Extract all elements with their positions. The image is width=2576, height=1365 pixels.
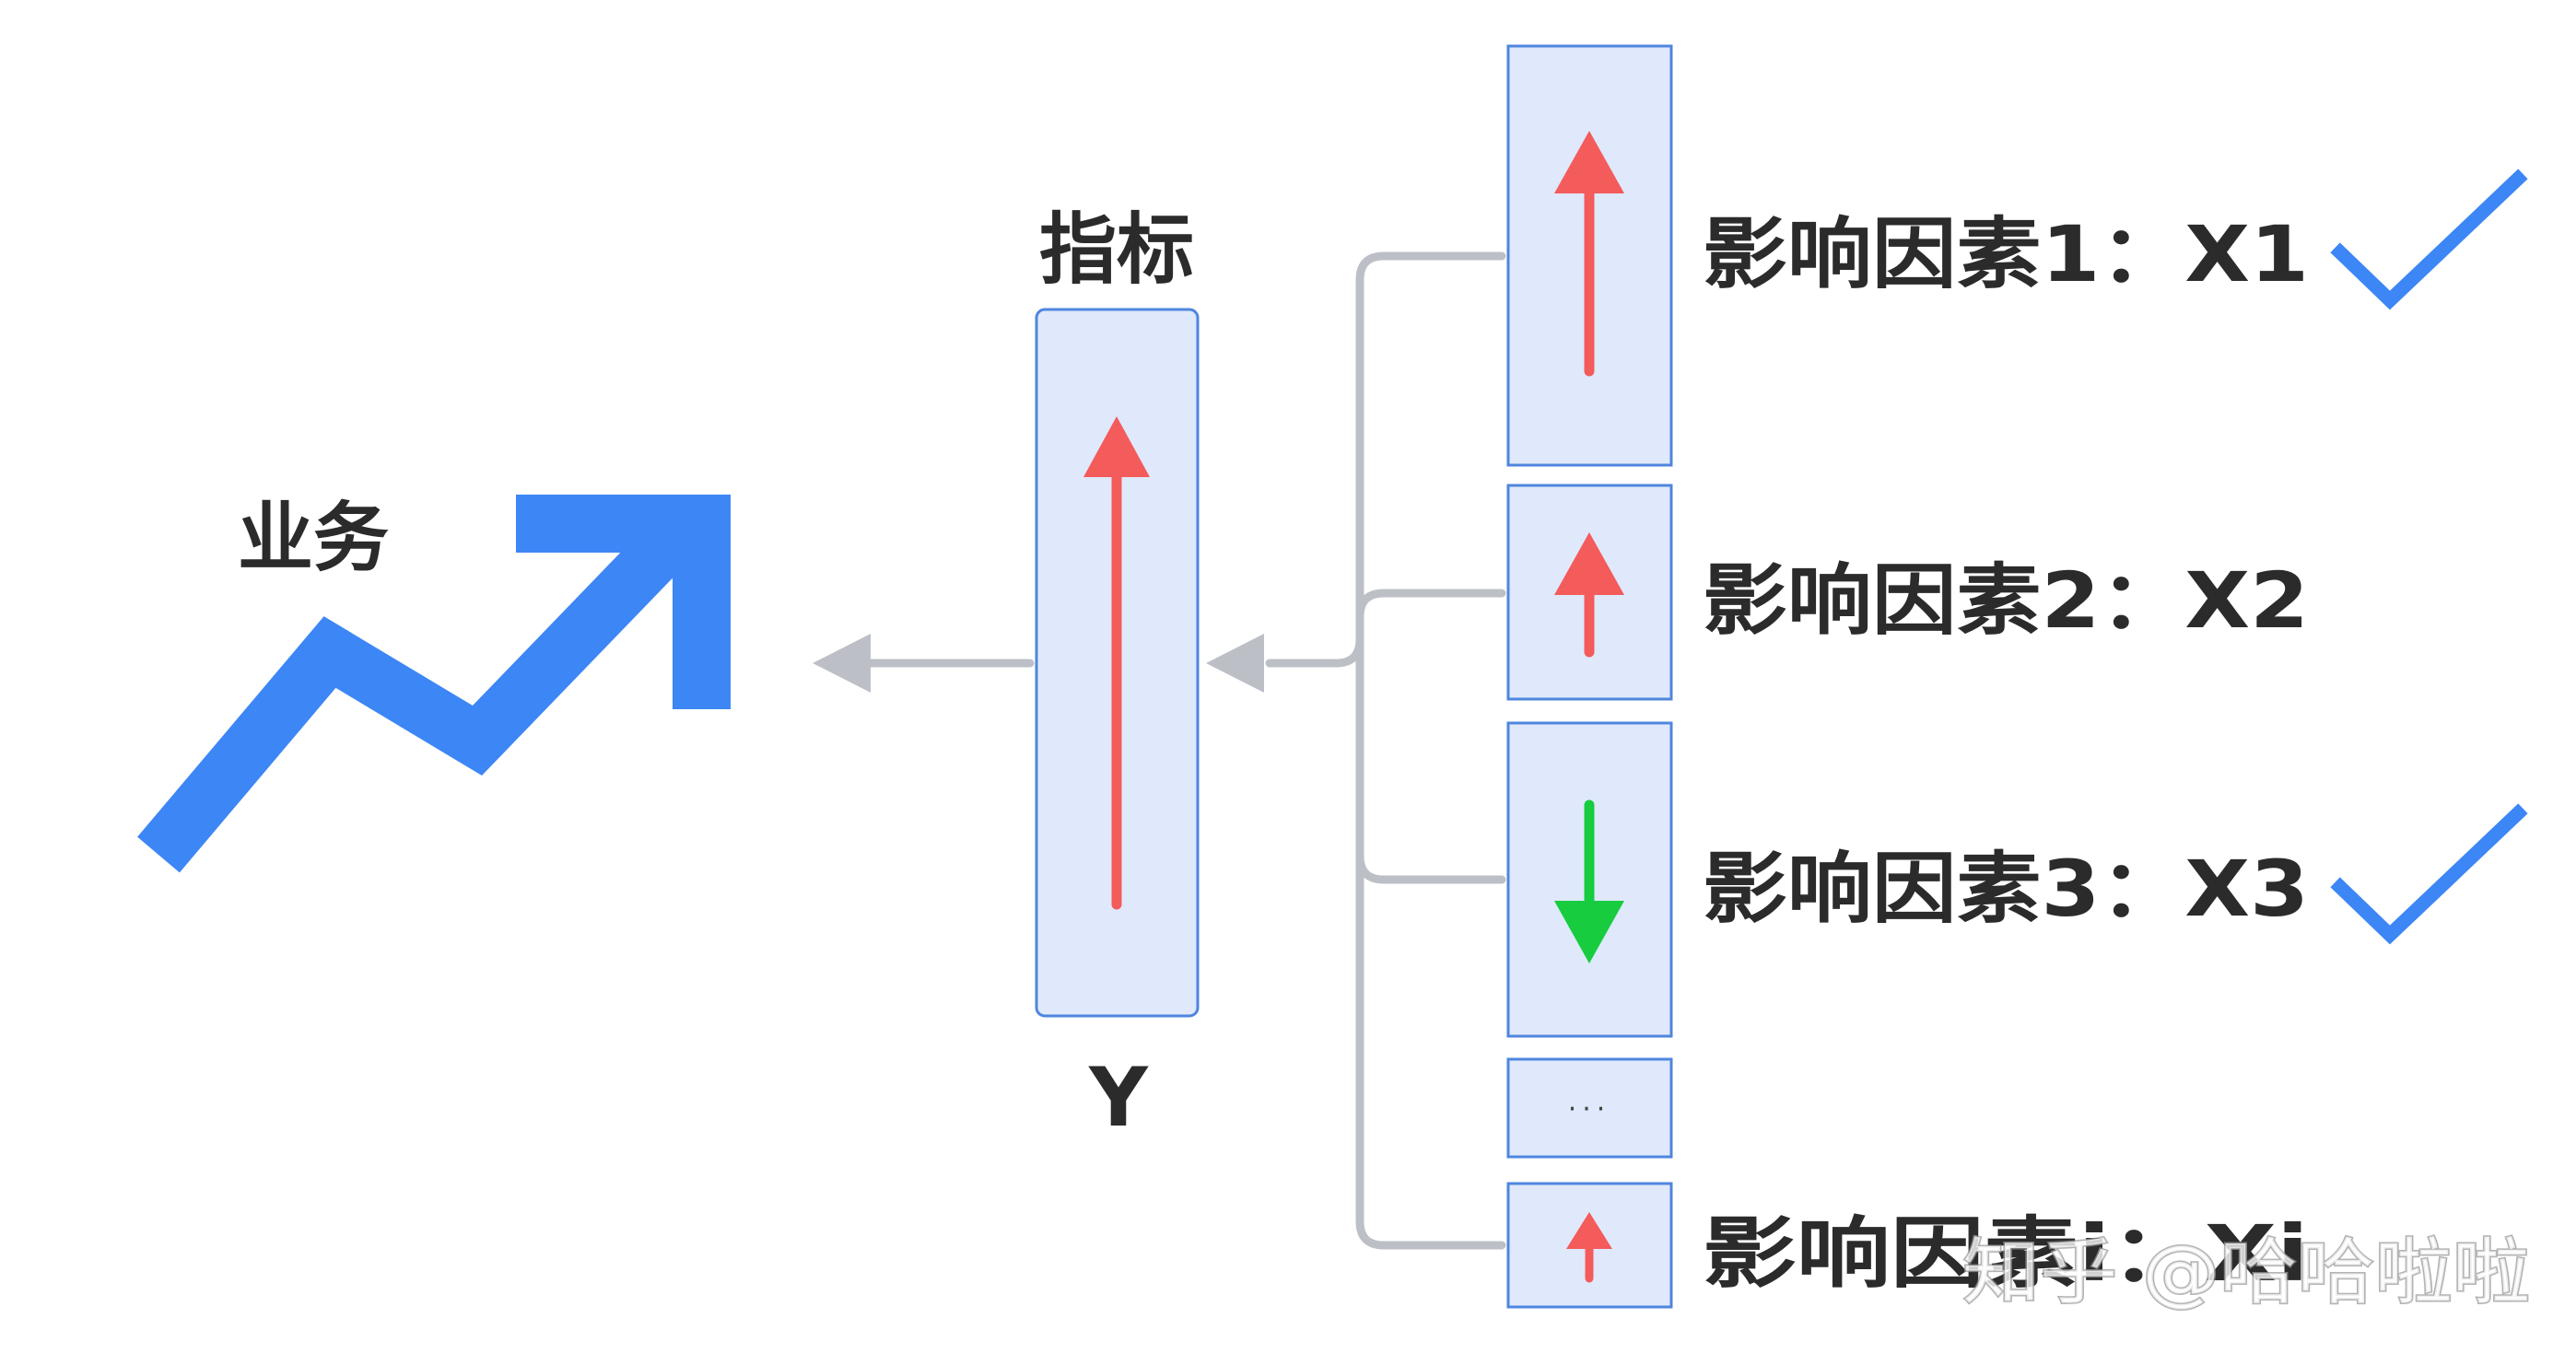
metric-variable: Y [1088, 1050, 1149, 1145]
factor-3-box [1506, 721, 1673, 1038]
factor-1-check-icon [2330, 169, 2528, 310]
metric-to-business-arrow [813, 634, 1035, 693]
ellipsis-text: ··· [1568, 1093, 1611, 1126]
factor-2-box [1506, 484, 1673, 701]
factor-connectors [1206, 251, 1506, 1250]
factor-1-up-arrow-icon [1554, 131, 1624, 193]
trend-up-arrow-icon [137, 495, 731, 873]
factor-2-label: 影响因素2：X2 [1703, 555, 2309, 646]
factors-to-metric-arrowhead [1206, 634, 1264, 693]
factor-1-box [1506, 44, 1673, 467]
factor-3-check-icon [2330, 803, 2528, 945]
factor-ellipsis-box: ··· [1506, 1057, 1673, 1159]
factor-i-up-arrow-icon [1566, 1212, 1612, 1249]
metric-up-arrow-icon [1083, 416, 1150, 477]
factor-2-up-arrow-icon [1554, 532, 1624, 595]
factor-1-label: 影响因素1：X1 [1703, 209, 2309, 299]
factor-i-label: 影响因素i：Xi [1703, 1208, 2309, 1299]
factor-3-down-arrow-icon [1554, 901, 1624, 963]
factor-3-label: 影响因素3：X3 [1703, 844, 2309, 934]
factor-i-box [1506, 1182, 1673, 1309]
metric-box [1035, 308, 1200, 1018]
business-label: 业务 [238, 495, 389, 582]
metric-title: 指标 [1039, 204, 1194, 295]
watermark: 知乎 @哈哈啦啦 [1962, 1231, 2530, 1314]
